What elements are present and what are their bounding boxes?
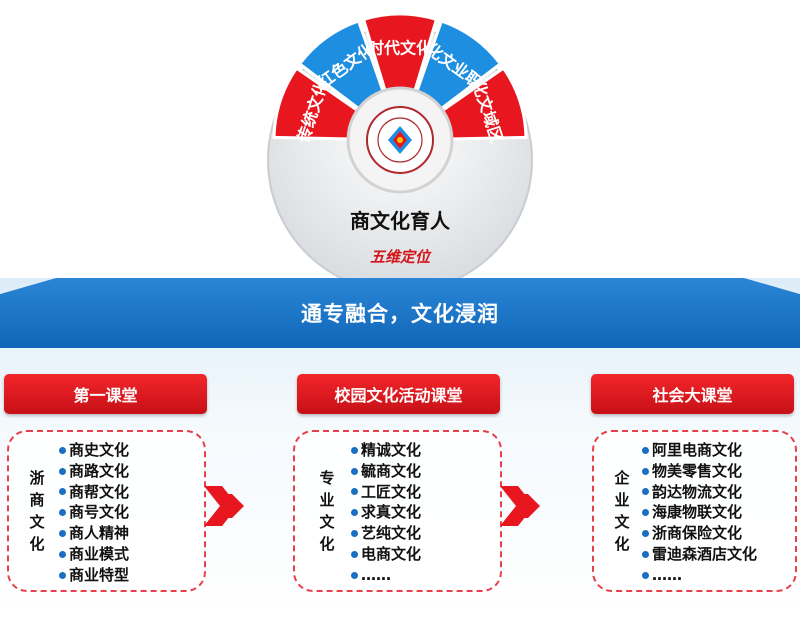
- bullet-icon: [59, 530, 66, 538]
- item-text: 海康物联文化: [652, 503, 743, 522]
- bullet-icon: [351, 571, 358, 579]
- bullet-icon: [59, 509, 66, 517]
- hub-subtitle: 五维定位: [370, 248, 432, 266]
- side-char: 专: [319, 469, 335, 487]
- column-header-label: 第一课堂: [73, 386, 138, 405]
- list-item: 精诚文化: [351, 440, 421, 461]
- list-item: 浙商保险文化: [642, 523, 757, 544]
- side-char: 文: [29, 513, 45, 531]
- item-text: 商业模式: [69, 544, 130, 563]
- side-label: 专 业 文 化: [315, 432, 339, 590]
- list-item: 商路文化: [59, 461, 129, 482]
- side-char: 业: [319, 491, 335, 509]
- item-text: ……: [652, 565, 682, 584]
- list-item: 商帮文化: [59, 482, 129, 503]
- content-box-zheshang: 浙 商 文 化 商史文化 商路文化 商帮文化 商号文化 商人精神 商业模式 商业…: [7, 430, 206, 592]
- item-text: 韵达物流文化: [652, 482, 743, 501]
- column-header-campus-activity: 校园文化活动课堂: [297, 374, 500, 414]
- bullet-icon: [59, 550, 66, 558]
- chevron-right-icon: [500, 486, 540, 526]
- chevron-right-icon: [204, 486, 244, 526]
- list-item: ……: [642, 565, 757, 586]
- side-char: 文: [614, 513, 630, 531]
- item-text: 艺纯文化: [361, 524, 422, 543]
- bullet-icon: [642, 571, 649, 579]
- item-text: 商帮文化: [69, 482, 130, 501]
- side-char: 化: [29, 535, 45, 553]
- list-item: 海康物联文化: [642, 502, 757, 523]
- bullet-icon: [642, 530, 649, 538]
- side-char: 业: [614, 491, 630, 509]
- hub-title: 商文化育人: [350, 209, 451, 233]
- side-char: 浙: [29, 469, 45, 487]
- item-text: 商业特型: [69, 565, 130, 584]
- wheel-petal-label: 时代文化: [368, 39, 432, 58]
- list-item: 物美零售文化: [642, 461, 757, 482]
- item-text: 商号文化: [69, 503, 130, 522]
- list-item: 雷迪森酒店文化: [642, 544, 757, 565]
- item-text: 商人精神: [69, 524, 130, 543]
- list-item: ……: [351, 565, 421, 586]
- item-text: 精诚文化: [361, 441, 422, 459]
- bullet-icon: [351, 550, 358, 558]
- item-text: 工匠文化: [361, 482, 422, 501]
- item-list: 商史文化 商路文化 商帮文化 商号文化 商人精神 商业模式 商业特型: [59, 440, 129, 586]
- bullet-icon: [59, 467, 66, 475]
- side-char: 企: [614, 469, 630, 487]
- bullet-icon: [59, 446, 66, 454]
- list-item: 商史文化: [59, 440, 129, 461]
- list-item: 商号文化: [59, 502, 129, 523]
- list-item: 求真文化: [351, 502, 421, 523]
- list-item: 毓商文化: [351, 461, 421, 482]
- platform-banner: 通专融合，文化浸润: [0, 278, 800, 348]
- list-item: 韵达物流文化: [642, 482, 757, 503]
- bullet-icon: [351, 530, 358, 538]
- bullet-icon: [642, 550, 649, 558]
- list-item: 工匠文化: [351, 482, 421, 503]
- side-char: 文: [319, 513, 335, 531]
- side-char: 化: [614, 535, 630, 553]
- side-char: 商: [29, 491, 45, 509]
- item-text: 阿里电商文化: [652, 441, 743, 459]
- list-item: 商业模式: [59, 544, 129, 565]
- bullet-icon: [59, 488, 66, 496]
- bullet-icon: [642, 446, 649, 454]
- list-item: 商业特型: [59, 565, 129, 586]
- item-list: 阿里电商文化 物美零售文化 韵达物流文化 海康物联文化 浙商保险文化 雷迪森酒店…: [642, 440, 757, 586]
- bullet-icon: [642, 467, 649, 475]
- list-item: 艺纯文化: [351, 523, 421, 544]
- bullet-icon: [59, 571, 66, 579]
- item-text: 浙商保险文化: [652, 524, 743, 543]
- item-list: 精诚文化 毓商文化 工匠文化 求真文化 艺纯文化 电商文化 ……: [351, 440, 421, 586]
- bullet-icon: [351, 467, 358, 475]
- list-item: 阿里电商文化: [642, 440, 757, 461]
- side-label: 企 业 文 化: [610, 432, 634, 590]
- side-label: 浙 商 文 化: [25, 432, 49, 590]
- list-item: 电商文化: [351, 544, 421, 565]
- bullet-icon: [351, 446, 358, 454]
- item-text: ……: [361, 565, 391, 584]
- content-box-professional: 专 业 文 化 精诚文化 毓商文化 工匠文化 求真文化 艺纯文化 电商文化 ……: [293, 430, 502, 592]
- item-text: 求真文化: [361, 503, 422, 522]
- item-text: 毓商文化: [361, 461, 422, 480]
- item-text: 电商文化: [361, 544, 422, 563]
- column-header-society-classroom: 社会大课堂: [591, 374, 794, 414]
- bullet-icon: [351, 488, 358, 496]
- item-text: 商路文化: [69, 461, 130, 480]
- item-text: 物美零售文化: [652, 461, 743, 480]
- column-header-first-classroom: 第一课堂: [4, 374, 207, 414]
- bullet-icon: [642, 509, 649, 517]
- list-item: 商人精神: [59, 523, 129, 544]
- side-char: 化: [319, 535, 335, 553]
- column-header-label: 校园文化活动课堂: [334, 386, 463, 405]
- content-box-enterprise: 企 业 文 化 阿里电商文化 物美零售文化 韵达物流文化 海康物联文化 浙商保险…: [592, 430, 797, 592]
- bullet-icon: [642, 488, 649, 496]
- school-emblem-icon: [366, 106, 434, 174]
- bullet-icon: [351, 509, 358, 517]
- item-text: 雷迪森酒店文化: [652, 544, 758, 563]
- banner-text: 通专融合，文化浸润: [301, 302, 499, 326]
- column-header-label: 社会大课堂: [652, 386, 733, 405]
- item-text: 商史文化: [69, 441, 130, 459]
